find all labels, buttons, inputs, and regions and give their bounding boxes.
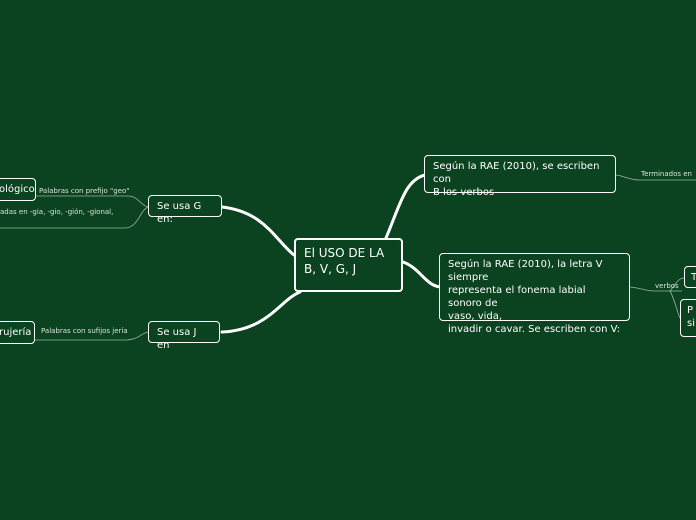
link-verbos-to-right-bottom [669,290,681,319]
branch-b-rae[interactable]: Según la RAE (2010), se escriben con B l… [424,155,616,198]
link-g-branch-to-prefijo [36,195,149,208]
branch-v-rae[interactable]: Según la RAE (2010), la letra V siempre … [439,253,630,335]
edge-label-terminadas-en: adas en -gia, -gio, -gión, -gional, [0,208,114,216]
subnode-right-top[interactable]: T [684,266,696,288]
central-topic[interactable]: El USO DE LA B, V, G, J [294,238,403,292]
link-g-branch-to-terminadas [0,206,149,229]
subnode-right-bottom[interactable]: P si [680,299,696,337]
branch-j-en[interactable]: Se usa J en [148,321,220,351]
link-central-to-g-branch [220,205,296,257]
link-j-branch-to-sufijos [34,331,149,341]
edge-label-sufijos-jeria: Palabras con sufijos jería [41,327,128,335]
link-central-to-b-branch [384,173,427,240]
branch-g-en[interactable]: Se usa G en: [148,195,222,225]
link-verbos-to-right-top [669,277,685,292]
link-central-to-v-branch [401,260,442,289]
edge-label-prefijo-geo: Palabras con prefijo "geo" [39,187,130,195]
edge-label-terminados-en: Terminados en [641,170,692,178]
link-b-branch-to-terminados [615,174,696,181]
link-v-branch-to-verbos [629,286,682,292]
subnode-left-bottom[interactable]: rujería [0,321,35,344]
subnode-left-top[interactable]: ológico [0,178,36,201]
edge-label-verbos: verbos [655,282,679,290]
link-central-to-j-branch [220,290,302,334]
